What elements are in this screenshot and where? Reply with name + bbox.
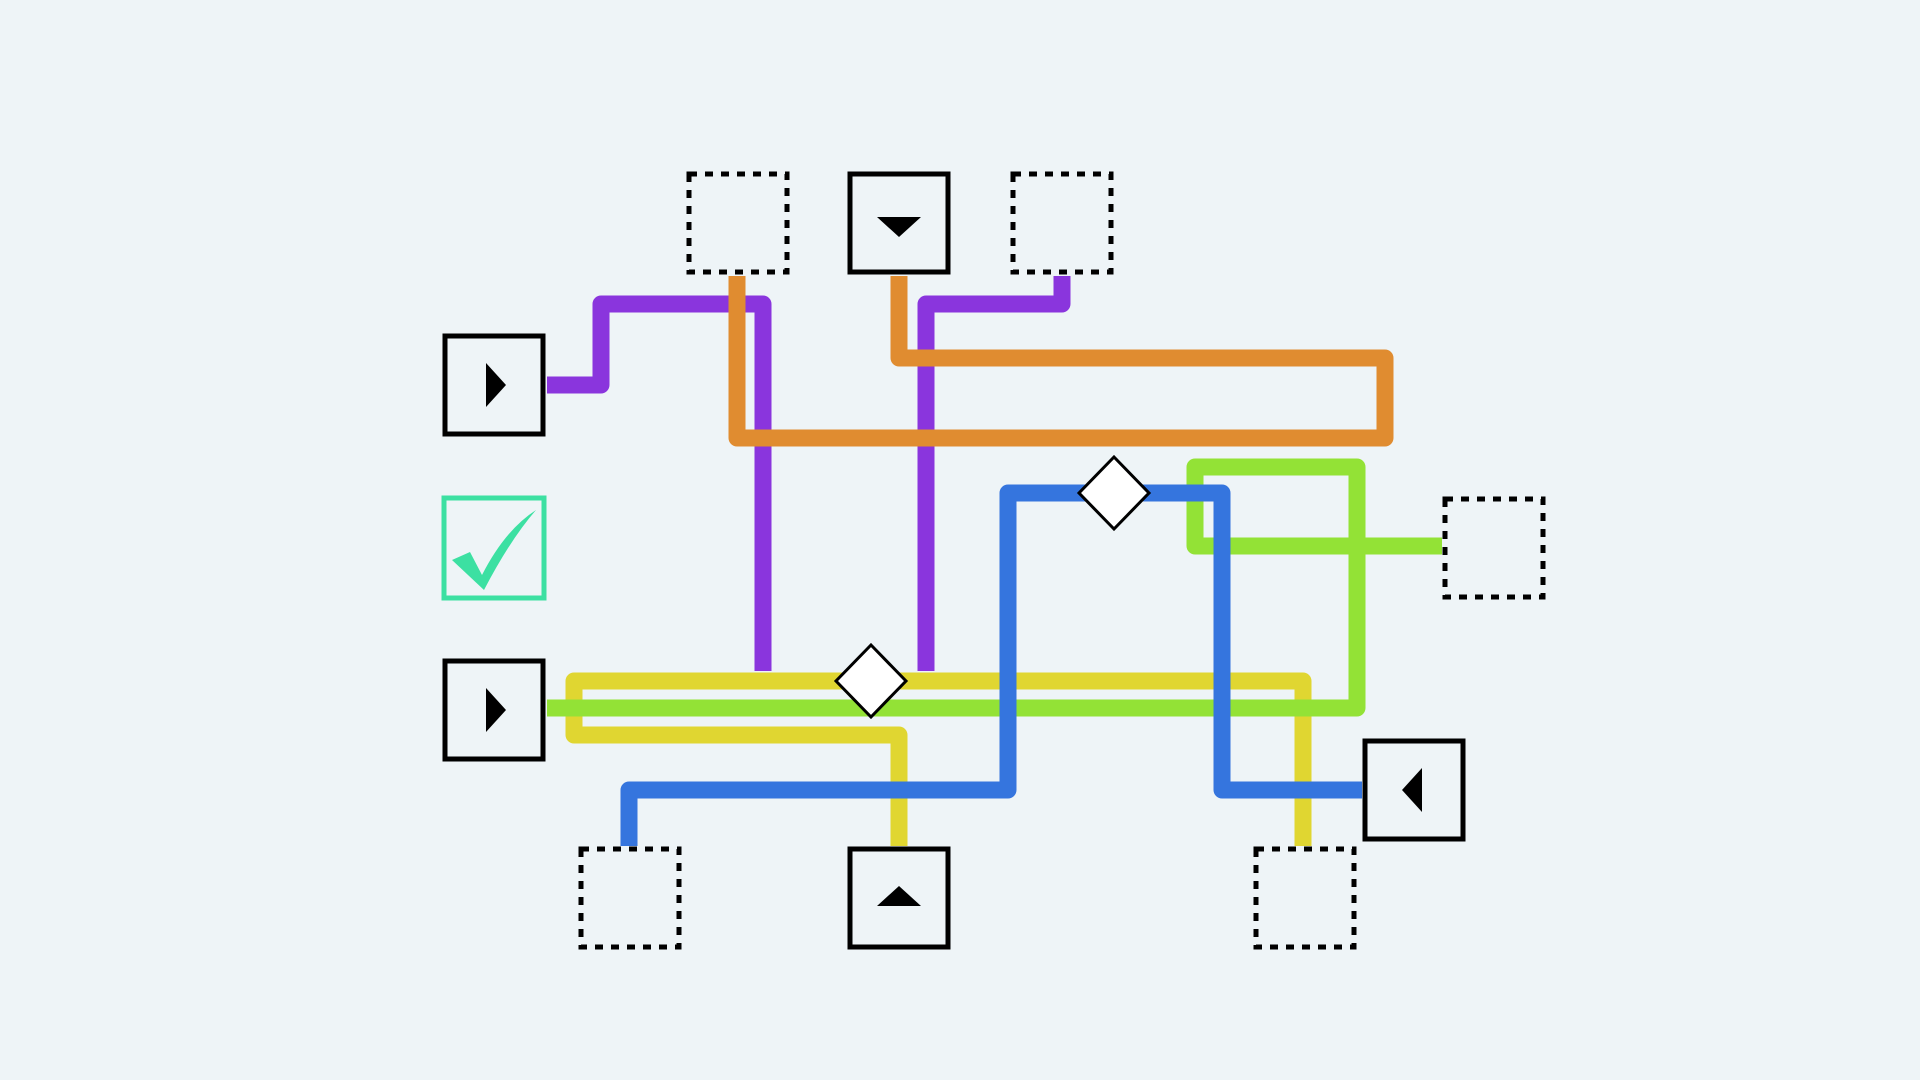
purple-path[interactable] (547, 295, 772, 671)
target-top-right[interactable] (1010, 171, 1114, 275)
target-right[interactable] (1442, 496, 1546, 600)
purple-path[interactable] (917, 276, 1071, 671)
blue-path[interactable] (620, 484, 1362, 846)
arrow-left-icon (1402, 768, 1422, 812)
arrow-right-icon (486, 688, 506, 732)
arrow-right-icon (486, 363, 506, 407)
source-left-bottom[interactable] (442, 658, 546, 762)
orange-path[interactable] (728, 276, 1394, 447)
junction-diamond-icon[interactable] (833, 642, 909, 720)
checkmark-icon (452, 510, 536, 590)
green-path[interactable] (547, 458, 1442, 717)
arrow-up-icon (877, 886, 921, 906)
target-bottom-right[interactable] (1253, 846, 1357, 950)
arrow-down-icon (877, 217, 921, 237)
junction-diamond-icon[interactable] (1076, 454, 1152, 532)
solved-status-box (441, 495, 547, 601)
target-bottom-left[interactable] (578, 846, 682, 950)
target-top-left[interactable] (686, 171, 790, 275)
